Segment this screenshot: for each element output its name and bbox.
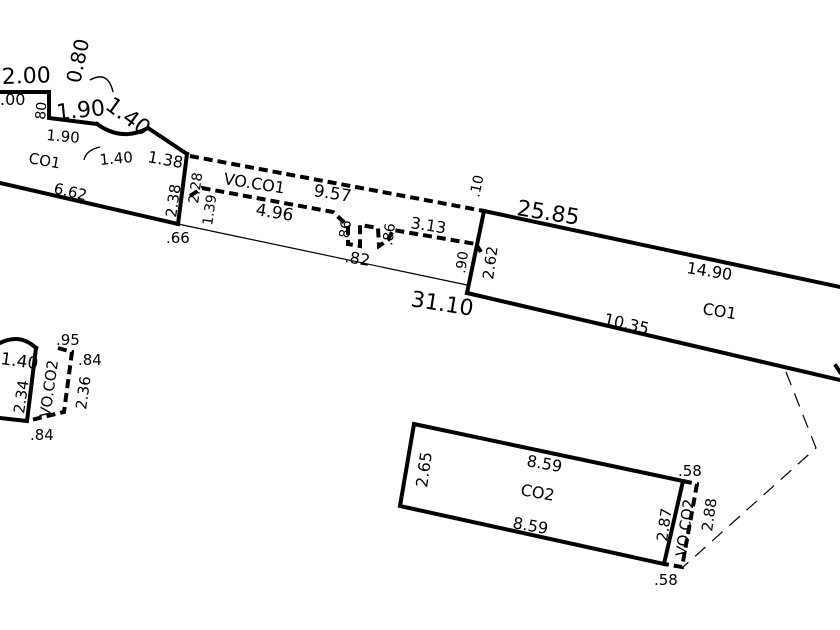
dim-2-34: 2.34 <box>10 379 32 415</box>
dim-2-88: 2.88 <box>698 497 720 533</box>
dim-90: .90 <box>453 250 472 274</box>
dim-2-36: 2.36 <box>72 375 94 411</box>
co1-right-top-wall <box>481 208 840 290</box>
co1-left-partition <box>175 151 190 227</box>
vo-co1-base-line <box>177 223 468 286</box>
co1-left-strip <box>0 76 190 227</box>
co1-left-bump-arc <box>94 121 151 136</box>
dim-1-40-left: 1.40 <box>0 349 40 374</box>
dim-2-65: 2.65 <box>412 451 436 489</box>
dim-2-38: 2.38 <box>162 183 184 219</box>
co1-right-partition <box>464 208 487 296</box>
dim-95: .95 <box>56 331 80 349</box>
dim-86-a: .86 <box>336 219 355 243</box>
dim-80: 80 <box>33 101 50 120</box>
dim-2-87: 2.87 <box>653 507 675 543</box>
dim-2-00: 2.00 <box>1 63 51 90</box>
co1-right-block <box>464 208 840 383</box>
room-label-co1-right: CO1 <box>701 299 738 323</box>
dim-58-bottom: .58 <box>654 571 678 589</box>
dim-0-80: 0.80 <box>61 36 94 85</box>
co1-left-top-wall <box>0 90 100 127</box>
dim-00: .00 <box>0 90 25 109</box>
co1-right-bottom-wall <box>464 290 840 383</box>
vo-co1-top-edge <box>189 154 485 213</box>
dim-6-62: 6.62 <box>52 179 89 204</box>
room-label-co2: CO2 <box>519 480 556 505</box>
dim-1-39: 1.39 <box>200 193 220 226</box>
dim-8-59-bottom: 8.59 <box>511 513 549 538</box>
co2-left-fragment <box>0 337 75 424</box>
dim-84-bottom: .84 <box>30 426 54 444</box>
dim-1-90-small: 1.90 <box>46 126 81 147</box>
vo-co2-left-dashed <box>26 346 75 423</box>
dim-2-28: 2.28 <box>186 171 206 204</box>
dim-25-85: 25.85 <box>515 196 581 231</box>
dim-66: .66 <box>166 229 190 247</box>
labels-layer: 2.00 0.80 .00 80 1.90 1.40 1.90 1.40 1.3… <box>0 36 738 589</box>
co1-right-edge-stub <box>833 363 840 375</box>
co1-left-bottom-wall <box>0 180 181 227</box>
room-label-co1-left: CO1 <box>27 149 61 172</box>
co1-left-top-wall-right <box>145 125 190 157</box>
dim-84-top: .84 <box>78 351 102 369</box>
dim-10: .10 <box>467 174 487 199</box>
dim-2-62: 2.62 <box>479 245 501 281</box>
door-swing-arc-top <box>89 76 114 93</box>
dim-82: .82 <box>343 247 371 270</box>
dim-10-35: 10.35 <box>602 309 651 338</box>
dim-1-40-small: 1.40 <box>99 148 134 169</box>
access-dashed-line <box>681 371 817 569</box>
dim-86-b: .86 <box>380 222 399 246</box>
vo-co2-bottom-dashed <box>663 479 700 570</box>
vo-co1-inner-edge <box>188 185 483 254</box>
co2-bottom-block <box>397 371 817 570</box>
dim-1-90-big: 1.90 <box>55 96 106 126</box>
door-swing-arc-bottom <box>83 146 101 161</box>
room-label-vo-co2-left: VO.CO2 <box>36 359 62 419</box>
dim-58-top: .58 <box>678 462 702 480</box>
co2-left-arc <box>0 337 39 351</box>
vo-co1-volume <box>177 154 485 286</box>
